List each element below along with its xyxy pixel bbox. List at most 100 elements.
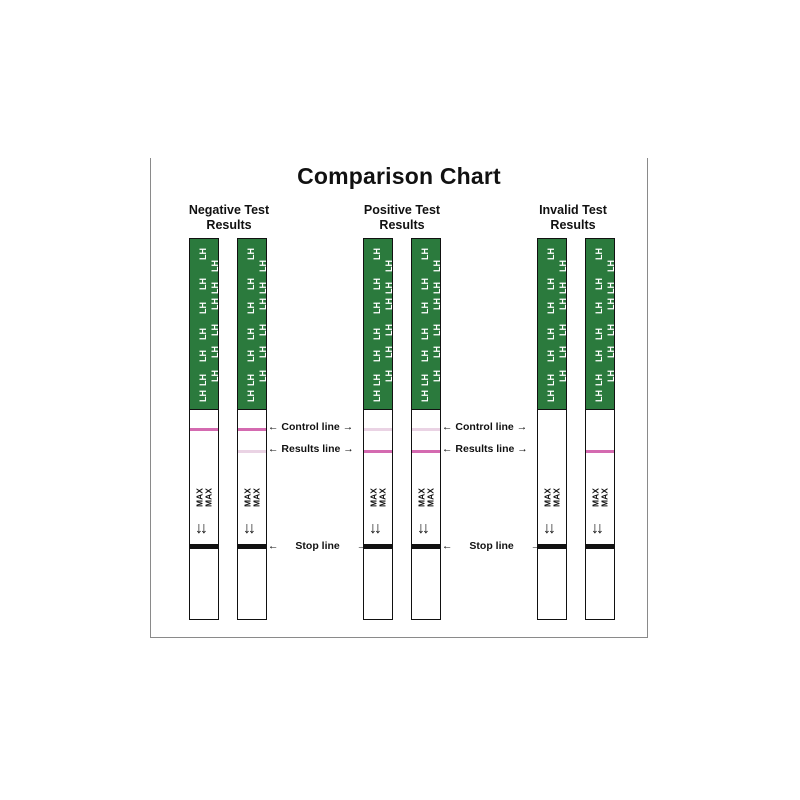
lh-label: LH — [246, 302, 256, 314]
callout-results-line-1: ← Results line → — [268, 443, 354, 455]
arrow-right-icon: → — [530, 540, 542, 552]
lh-label: LH — [546, 328, 556, 340]
lh-label: LH — [258, 298, 266, 310]
lh-label: LH — [384, 298, 392, 310]
lh-label: LH — [420, 374, 430, 386]
lh-label: LH — [420, 302, 430, 314]
results-line-band — [364, 450, 392, 453]
lh-label: LH — [384, 370, 392, 382]
lh-label: LH — [246, 328, 256, 340]
lh-label: LH — [198, 328, 208, 340]
lh-label: LH — [384, 260, 392, 272]
lh-label: LH — [384, 324, 392, 336]
lh-label: LH — [258, 260, 266, 272]
callout-control-label-1: Control line — [281, 421, 340, 433]
lh-label: LH — [558, 298, 566, 310]
control-line-band — [238, 428, 266, 431]
arrow-left-icon: ← — [268, 540, 279, 552]
lh-label: LH — [384, 346, 392, 358]
lh-label: LH — [558, 260, 566, 272]
lh-label: LH — [558, 370, 566, 382]
lh-label: LH — [606, 298, 614, 310]
lh-label: LH — [372, 390, 382, 402]
lh-label: LH — [258, 346, 266, 358]
lh-label: LH — [210, 298, 218, 310]
group-label-positive: Positive Test Results — [342, 203, 462, 233]
lh-label: LH — [210, 370, 218, 382]
lh-label: LH — [558, 324, 566, 336]
lh-label: LH — [432, 370, 440, 382]
lh-label: LH — [198, 278, 208, 290]
lh-label: LH — [246, 374, 256, 386]
arrow-left-icon: ← — [268, 421, 279, 433]
lh-label: LH — [420, 350, 430, 362]
group-label-invalid-line1: Invalid Test — [539, 203, 607, 217]
lh-label: LH — [432, 298, 440, 310]
lh-label: LH — [558, 282, 566, 294]
lh-label: LH — [606, 282, 614, 294]
lh-label: LH — [606, 324, 614, 336]
callout-control-line-2: ← Control line → — [442, 421, 527, 433]
lh-label: LH — [432, 324, 440, 336]
lh-label: LH — [420, 248, 430, 260]
lh-label: LH — [546, 390, 556, 402]
double-down-arrow-icon: ↓↓ — [591, 520, 604, 537]
callout-results-line-2: ← Results line → — [442, 443, 528, 455]
double-down-arrow-icon: ↓↓ — [195, 520, 208, 537]
lh-label: LH — [546, 278, 556, 290]
lh-label: LH — [546, 302, 556, 314]
stop-line-band — [538, 544, 566, 549]
callout-results-label-2: Results line — [455, 443, 515, 455]
arrow-right-icon: → — [356, 540, 368, 552]
lh-label: LH — [432, 346, 440, 358]
group-label-positive-line1: Positive Test — [363, 203, 441, 217]
lh-label: LH — [384, 282, 392, 294]
lh-label: LH — [594, 328, 604, 340]
control-line-band — [412, 428, 440, 431]
callout-stop-label-2: Stop line — [469, 540, 514, 552]
lh-label: LH — [594, 350, 604, 362]
lh-label: LH — [372, 248, 382, 260]
lh-label: LH — [198, 350, 208, 362]
lh-label: LH — [420, 390, 430, 402]
arrow-right-icon: → — [343, 443, 354, 455]
arrow-left-icon: ← — [442, 421, 453, 433]
group-label-negative-line2: Results — [206, 218, 252, 232]
lh-label: LH — [246, 278, 256, 290]
double-down-arrow-icon: ↓↓ — [543, 520, 556, 537]
lh-label: LH — [606, 260, 614, 272]
stop-line-band — [364, 544, 392, 549]
double-down-arrow-icon: ↓↓ — [417, 520, 430, 537]
lh-label: LH — [210, 260, 218, 272]
arrow-left-icon: ← — [268, 443, 279, 455]
max-label: MAX — [551, 488, 562, 507]
lh-label: LH — [372, 328, 382, 340]
control-line-band — [190, 428, 218, 431]
results-line-band — [586, 450, 614, 453]
lh-label: LH — [606, 370, 614, 382]
arrow-right-icon: → — [342, 421, 354, 433]
max-label: MAX — [377, 488, 388, 507]
arrow-right-icon: → — [517, 443, 528, 455]
lh-label: LH — [546, 248, 556, 260]
group-label-negative: Negative Test Results — [169, 203, 289, 233]
lh-label: LH — [210, 282, 218, 294]
group-label-positive-line2: Results — [379, 218, 425, 232]
callout-control-line-1: ← Control line → — [268, 421, 353, 433]
stop-line-band — [586, 544, 614, 549]
arrow-left-icon: ← — [442, 540, 453, 552]
